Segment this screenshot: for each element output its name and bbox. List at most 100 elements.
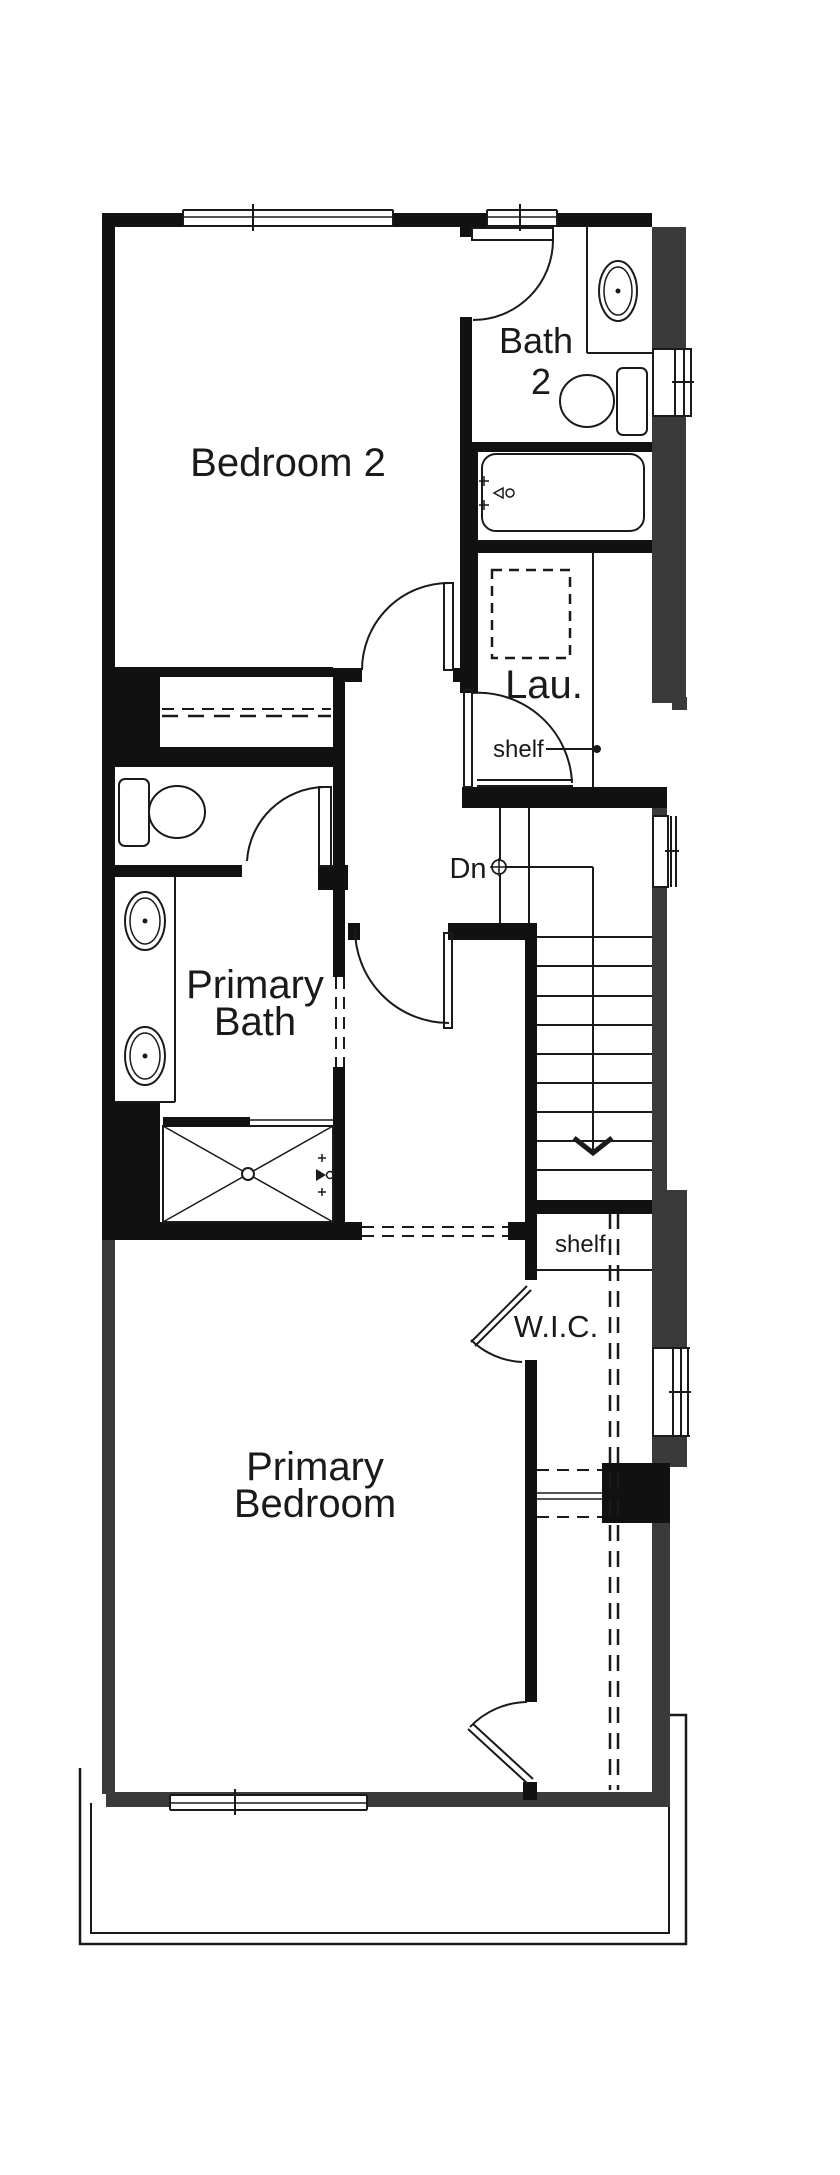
- door-bath2: [471, 227, 554, 321]
- window-right-2: [652, 815, 679, 888]
- wic-label: W.I.C.: [514, 1309, 598, 1344]
- bath2-vanity: [586, 227, 652, 354]
- wall-hall-west-2: [333, 1067, 345, 1222]
- wall-left-upper: [102, 213, 115, 1240]
- door-panel: [470, 1285, 532, 1347]
- laundry-label: Lau.: [505, 663, 583, 707]
- wall-top-right: [557, 213, 652, 227]
- wall-stair-south: [528, 1200, 652, 1214]
- wall-laundry-south: [462, 787, 667, 808]
- wall-right-3: [652, 808, 667, 815]
- door-panel: [467, 1723, 534, 1785]
- bathtub: [479, 453, 645, 532]
- door-swing-arc: [361, 582, 450, 671]
- down-arrow-icon: [572, 1136, 614, 1157]
- wall-bed2door-jamb: [453, 668, 472, 682]
- wall-toilet-tub-divider: [472, 442, 652, 452]
- wall-left-lower: [102, 1240, 115, 1794]
- wall-hall-west-1: [333, 668, 345, 977]
- deck-outer-line: [78, 1713, 688, 1946]
- wall-pbed-jamb: [348, 923, 360, 940]
- laundry-closet: [477, 553, 601, 787]
- toilet-bowl-icon: [559, 374, 615, 428]
- wall-right-step: [672, 697, 687, 710]
- wall-stair-west-1: [525, 923, 537, 1280]
- closet-top: [160, 667, 333, 677]
- exterior-walls: [102, 213, 687, 1807]
- sink-icon: [124, 1026, 166, 1086]
- bedroom2-label: Bedroom 2: [190, 441, 386, 485]
- door-swing-arc: [246, 786, 325, 862]
- window-right-3: [652, 1347, 691, 1437]
- primary-toilet: [118, 778, 206, 847]
- door-wic: [470, 1285, 532, 1363]
- wall-right-5: [652, 1190, 687, 1347]
- wall-wc-north: [115, 757, 345, 767]
- closet-block-left: [115, 667, 160, 767]
- door-swing-arc: [353, 927, 450, 1024]
- primary-vanity: [115, 877, 176, 1103]
- sink-icon: [598, 260, 638, 322]
- window-box: [183, 208, 393, 228]
- wall-right-1: [652, 227, 686, 348]
- window-top-1: [182, 204, 394, 231]
- wall-pbath-block: [102, 1102, 160, 1240]
- primary-bedroom-label-line1: Primary: [246, 1445, 384, 1489]
- bedroom2-closet-rods: [162, 708, 331, 718]
- door-bedroom2: [361, 582, 454, 671]
- bath2-toilet: [559, 367, 648, 436]
- door-panel: [443, 582, 454, 671]
- stairs: [490, 808, 652, 1171]
- wall-bath2-west-top: [460, 214, 472, 237]
- door-swing-arc: [470, 1339, 523, 1363]
- tub-spout-icon: [492, 486, 504, 500]
- toilet-tank-icon: [118, 778, 150, 847]
- door-swing-arc: [469, 1701, 528, 1728]
- wall-bath2-west: [460, 317, 472, 443]
- stair-treads: [537, 936, 652, 1171]
- door-primary-bedroom: [353, 927, 453, 1029]
- wall-opening-jamb: [508, 1222, 525, 1240]
- deck-inner-line: [90, 1803, 670, 1934]
- bathtub-icon: [481, 453, 645, 532]
- shower-valve-icon: [316, 1154, 335, 1196]
- wall-top-mid: [393, 213, 487, 227]
- wall-wc-jamb: [318, 865, 348, 890]
- door-laundry: [463, 689, 573, 788]
- door-panel: [471, 227, 554, 241]
- wall-wc-south: [115, 865, 242, 877]
- stairs-down-label: Dn: [449, 853, 486, 885]
- wic-area: [535, 1213, 652, 1790]
- shelf-leader-dot: [593, 745, 601, 753]
- bath2-label-line2: 2: [531, 361, 551, 402]
- laundry-shelf-label: shelf: [493, 736, 544, 763]
- primary-bath-label-line1: Primary: [186, 963, 324, 1007]
- primary-bath-label-line2: Bath: [214, 1000, 296, 1044]
- toilet-bowl-icon: [148, 785, 206, 839]
- wall-stair-west-2: [525, 1360, 537, 1702]
- bath2-label-line1: Bath: [499, 320, 573, 361]
- door-bedroom-hall: [467, 1701, 534, 1785]
- wall-pbed-door: [448, 923, 530, 940]
- cased-openings: [335, 977, 508, 1237]
- door-water-closet: [246, 786, 332, 867]
- wall-right-7: [652, 1467, 670, 1807]
- door-panel: [318, 786, 332, 867]
- wall-right-2: [652, 417, 686, 703]
- door-panel: [463, 689, 473, 788]
- window-bottom: [169, 1789, 368, 1815]
- wall-wic-block: [602, 1463, 670, 1523]
- shower: [162, 1117, 335, 1223]
- window-top-2: [486, 204, 558, 231]
- window-right-1: [652, 348, 694, 417]
- primary-bedroom-label-line2: Bedroom: [234, 1482, 396, 1526]
- wic-shelf-label: shelf: [555, 1231, 606, 1258]
- wall-tub-west: [460, 443, 478, 693]
- toilet-tank-icon: [616, 367, 648, 436]
- wall-right-6: [652, 1437, 687, 1467]
- interior-walls: [102, 214, 670, 1800]
- wall-top-left: [102, 213, 183, 227]
- deck-outline: [78, 1713, 688, 1946]
